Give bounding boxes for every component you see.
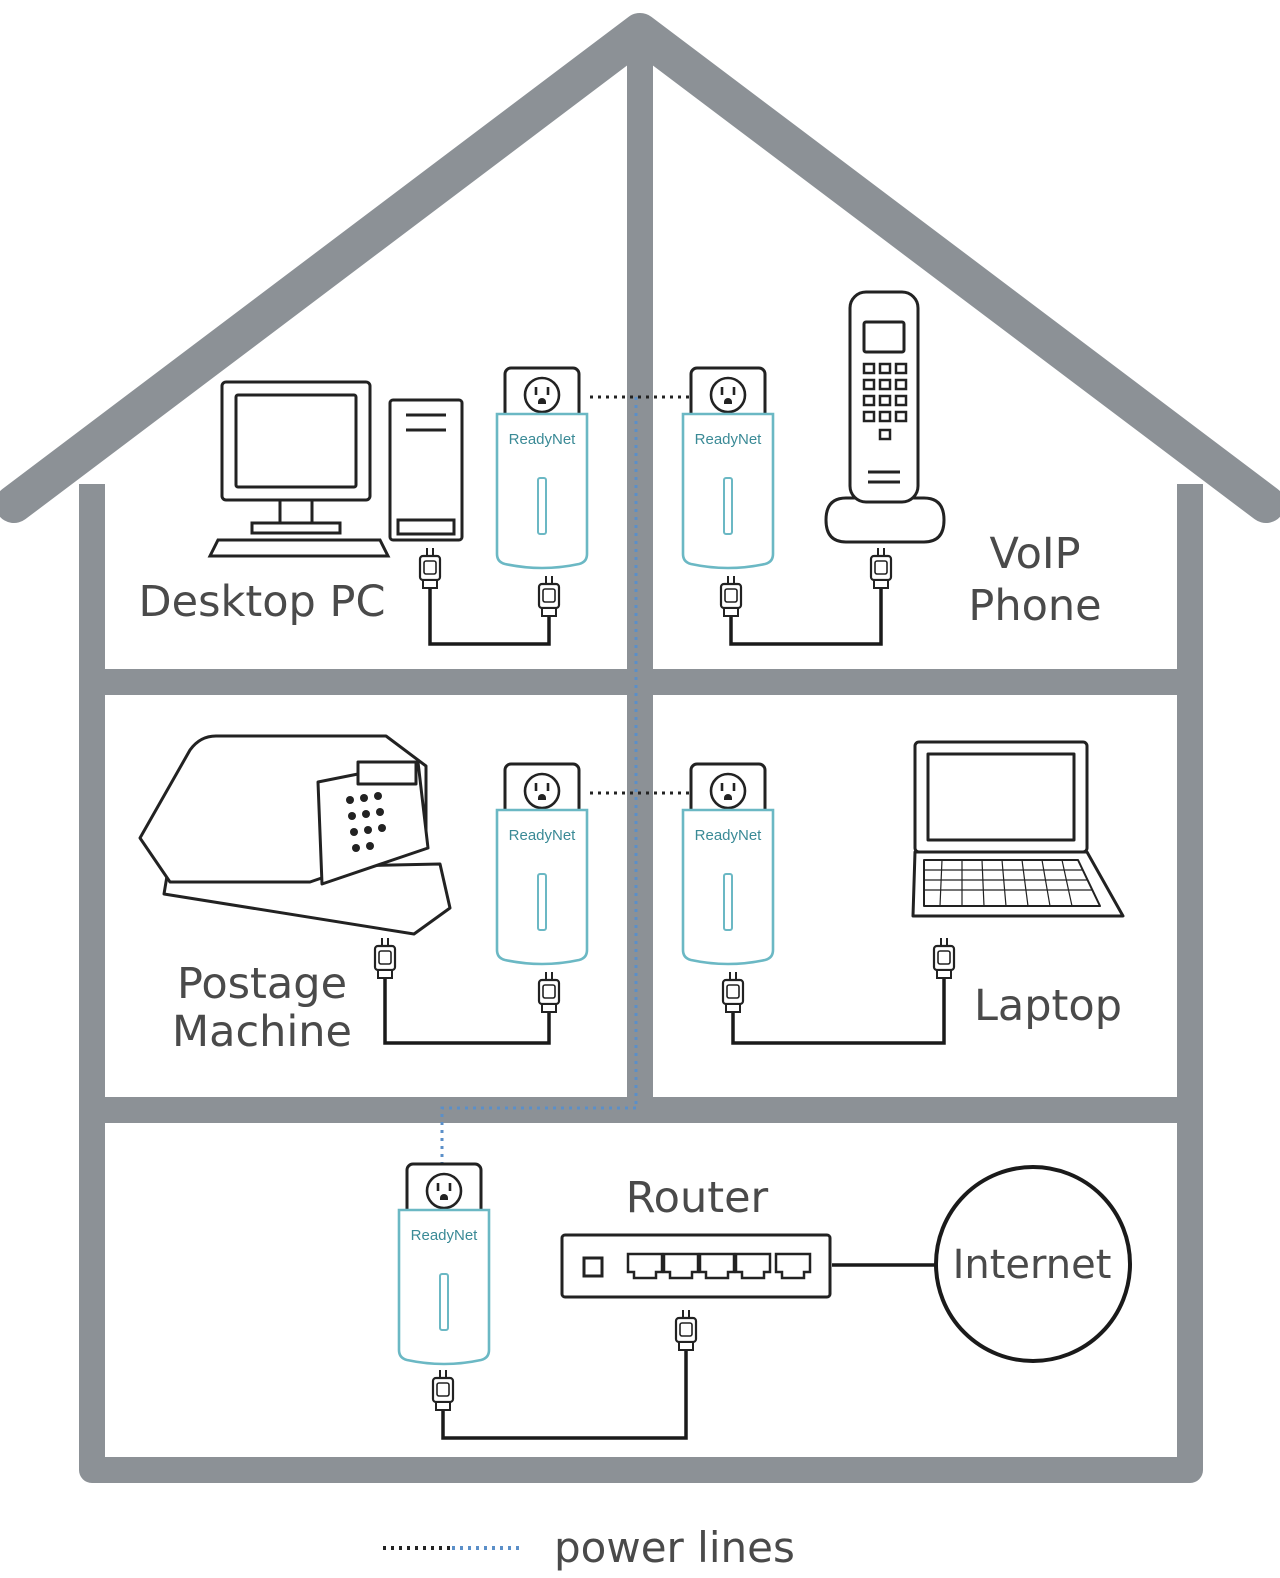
powerline-adapter-4: ReadyNet bbox=[681, 762, 775, 966]
internet-circle bbox=[934, 1165, 1132, 1363]
power-plug-icon bbox=[431, 1368, 455, 1412]
adapter-brand-label: ReadyNet bbox=[411, 1227, 479, 1244]
powerline-adapter-1: ReadyNet bbox=[495, 366, 589, 570]
adapter-brand-label: ReadyNet bbox=[509, 431, 577, 448]
pc-tower-icon bbox=[388, 398, 464, 542]
powerline-adapter-2: ReadyNet bbox=[681, 366, 775, 570]
power-plug-icon bbox=[869, 546, 893, 590]
house-outline bbox=[0, 13, 1280, 1483]
cordless-phone-icon bbox=[824, 290, 946, 544]
adapter-brand-label: ReadyNet bbox=[509, 827, 577, 844]
postage-machine-icon bbox=[138, 734, 452, 936]
legend: power lines bbox=[383, 1523, 795, 1572]
laptop-icon bbox=[911, 740, 1125, 918]
power-lines bbox=[440, 395, 692, 1168]
power-plug-icon bbox=[373, 936, 397, 980]
power-plug-icon bbox=[719, 574, 743, 618]
label-postage-line1: Postage bbox=[177, 959, 347, 1009]
powerline-adapter-5: ReadyNet bbox=[397, 1162, 491, 1366]
power-plug-icon bbox=[537, 574, 561, 618]
label-router: Router bbox=[626, 1173, 769, 1223]
router-icon bbox=[560, 1233, 832, 1299]
adapter-brand-label: ReadyNet bbox=[695, 431, 763, 448]
power-plug-icon bbox=[721, 970, 745, 1014]
power-plug-icon bbox=[418, 546, 442, 590]
label-voip-line2: Phone bbox=[968, 581, 1101, 631]
label-internet: Internet bbox=[953, 1242, 1112, 1288]
power-plug-icon bbox=[932, 936, 956, 980]
label-voip-line1: VoIP bbox=[990, 529, 1081, 579]
label-desktop-pc: Desktop PC bbox=[139, 577, 386, 627]
adapter-brand-label: ReadyNet bbox=[695, 827, 763, 844]
powerline-adapter-3: ReadyNet bbox=[495, 762, 589, 966]
ethernet-wires bbox=[383, 588, 946, 1440]
legend-label: power lines bbox=[554, 1523, 795, 1572]
monitor-icon bbox=[207, 380, 391, 558]
power-plug-icon bbox=[674, 1308, 698, 1352]
label-laptop: Laptop bbox=[974, 981, 1122, 1031]
label-postage-line2: Machine bbox=[172, 1007, 352, 1057]
power-plug-icon bbox=[537, 970, 561, 1014]
